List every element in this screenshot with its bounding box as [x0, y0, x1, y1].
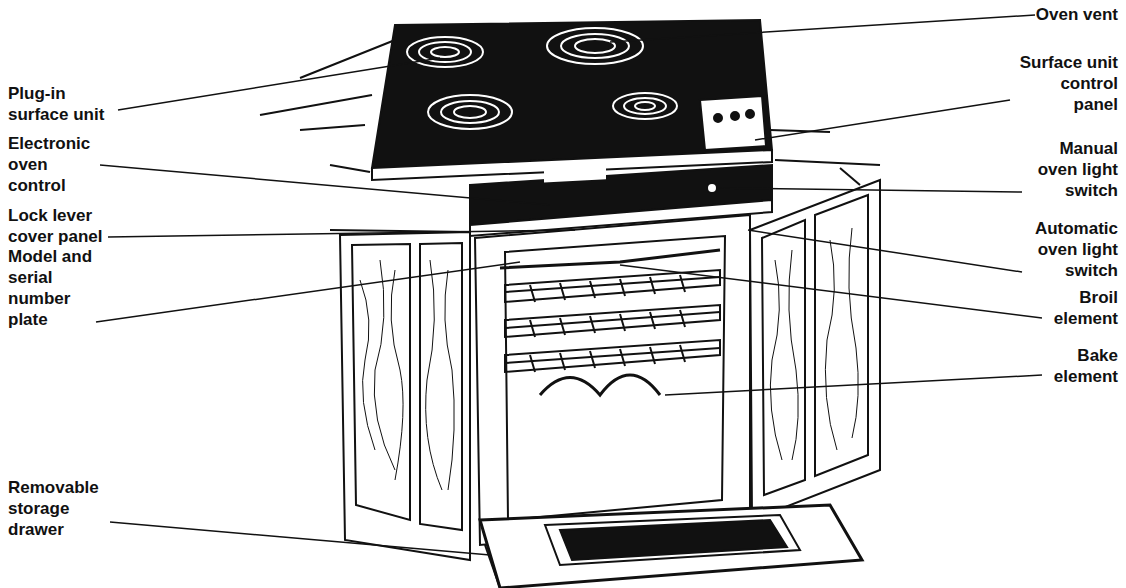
- oven-door: [480, 505, 862, 588]
- part-label: Model and serial number plate: [8, 246, 101, 330]
- part-label: Surface unit control panel: [1015, 52, 1118, 115]
- part-label: Plug-in surface unit: [8, 83, 120, 125]
- part-label: Lock lever cover panel: [8, 205, 120, 247]
- right-cabinet: [750, 180, 880, 520]
- part-label: Oven vent: [928, 4, 1118, 25]
- part-label: Automatic oven light switch: [1026, 218, 1118, 281]
- part-label: Manual oven light switch: [1026, 138, 1118, 201]
- leader-lines: [96, 15, 1042, 555]
- left-cabinet: [340, 232, 470, 560]
- part-label: Broil element: [1026, 287, 1118, 329]
- part-label: Bake element: [1026, 345, 1118, 387]
- part-label: Electronic oven control: [8, 133, 104, 196]
- oven-cavity: [475, 215, 750, 545]
- cooktop: [372, 20, 772, 180]
- part-label: Removable storage drawer: [8, 477, 110, 540]
